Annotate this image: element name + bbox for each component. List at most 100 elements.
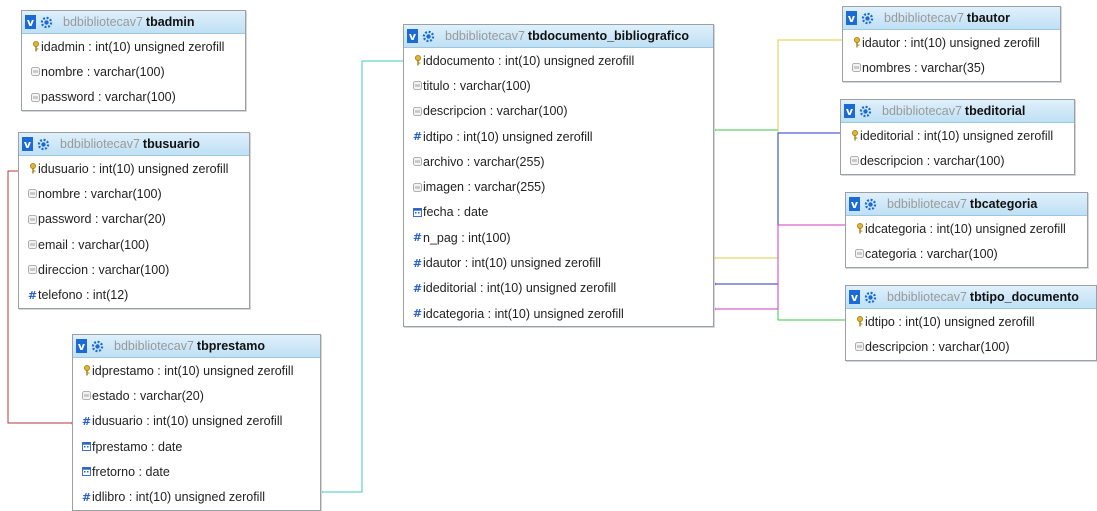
column-label: descripcion : varchar(100): [423, 104, 568, 119]
column-label: imagen : varchar(255): [423, 180, 546, 195]
column-row[interactable]: #idusuario : int(10) unsigned zerofill: [73, 409, 320, 434]
table-name[interactable]: tbusuario: [142, 137, 200, 151]
table-name[interactable]: tbautor: [966, 11, 1010, 25]
column-row[interactable]: #idlibro : int(10) unsigned zerofill: [73, 484, 320, 509]
column-row[interactable]: #n_pag : int(100): [404, 225, 713, 250]
column-row[interactable]: password : varchar(100): [22, 85, 245, 110]
schema-name: bdbibliotecav7: [884, 11, 964, 25]
table-name[interactable]: tbprestamo: [196, 339, 265, 353]
primary-key-icon: [31, 41, 40, 52]
primary-key-icon: [850, 130, 859, 141]
toggle-v-icon[interactable]: v: [844, 104, 855, 118]
column-row[interactable]: direccion : varchar(100): [19, 257, 249, 282]
column-row[interactable]: idtipo : int(10) unsigned zerofill: [846, 309, 1096, 334]
column-row[interactable]: nombre : varchar(100): [22, 59, 245, 84]
column-row[interactable]: #ideditorial : int(10) unsigned zerofill: [404, 276, 713, 301]
toggle-v-icon[interactable]: v: [846, 11, 857, 25]
gear-icon[interactable]: [863, 197, 877, 211]
table-name[interactable]: tbdocumento_bibliografico: [527, 29, 690, 43]
gear-icon[interactable]: [860, 11, 874, 25]
column-label: telefono : int(12): [38, 288, 129, 303]
toggle-v-icon[interactable]: v: [22, 137, 33, 151]
column-label: estado : varchar(20): [92, 388, 204, 403]
table-name[interactable]: tbadmin: [145, 15, 195, 29]
column-label: nombre : varchar(100): [38, 186, 162, 201]
numeric-field-icon: #: [412, 307, 423, 321]
toggle-v-icon[interactable]: v: [76, 339, 87, 353]
column-row[interactable]: #idautor : int(10) unsigned zerofill: [404, 250, 713, 275]
column-row[interactable]: descripcion : varchar(100): [841, 148, 1074, 173]
column-row[interactable]: #telefono : int(12): [19, 282, 249, 307]
table-name[interactable]: tbeditorial: [964, 104, 1026, 118]
column-row[interactable]: nombre : varchar(100): [19, 181, 249, 206]
toggle-v-icon[interactable]: v: [849, 197, 860, 211]
toggle-v-icon[interactable]: v: [25, 15, 36, 29]
field-icon: [413, 182, 422, 192]
schema-name: bdbibliotecav7: [114, 339, 194, 353]
column-row[interactable]: estado : varchar(20): [73, 383, 320, 408]
field-icon: [855, 249, 864, 259]
column-row[interactable]: idadmin : int(10) unsigned zerofill: [22, 34, 245, 59]
column-row[interactable]: nombres : varchar(35): [843, 55, 1060, 80]
column-row[interactable]: descripcion : varchar(100): [846, 334, 1096, 359]
column-row[interactable]: idcategoria : int(10) unsigned zerofill: [846, 216, 1087, 241]
numeric-field-icon: #: [81, 490, 92, 504]
column-row[interactable]: imagen : varchar(255): [404, 174, 713, 199]
numeric-field-icon: #: [412, 231, 423, 245]
gear-icon[interactable]: [421, 29, 435, 43]
column-row[interactable]: categoria : varchar(100): [846, 241, 1087, 266]
column-row[interactable]: fecha : date: [404, 200, 713, 225]
column-label: titulo : varchar(100): [423, 78, 531, 93]
primary-key-icon: [82, 365, 91, 376]
column-label: password : varchar(20): [38, 212, 166, 227]
column-row[interactable]: idautor : int(10) unsigned zerofill: [843, 30, 1060, 55]
column-row[interactable]: archivo : varchar(255): [404, 149, 713, 174]
field-icon: [852, 63, 861, 73]
column-row[interactable]: #idcategoria : int(10) unsigned zerofill: [404, 301, 713, 326]
column-row[interactable]: iddocumento : int(10) unsigned zerofill: [404, 48, 713, 73]
table-name[interactable]: tbtipo_documento: [969, 290, 1079, 304]
column-row[interactable]: #idtipo : int(10) unsigned zerofill: [404, 124, 713, 149]
column-row[interactable]: idusuario : int(10) unsigned zerofill: [19, 156, 249, 181]
column-row[interactable]: idprestamo : int(10) unsigned zerofill: [73, 358, 320, 383]
column-row[interactable]: ideditorial : int(10) unsigned zerofill: [841, 123, 1074, 148]
gear-icon[interactable]: [90, 339, 104, 353]
column-row[interactable]: descripcion : varchar(100): [404, 99, 713, 124]
column-label: direccion : varchar(100): [38, 262, 170, 277]
gear-icon[interactable]: [39, 15, 53, 29]
column-row[interactable]: email : varchar(100): [19, 232, 249, 257]
gear-icon[interactable]: [36, 137, 50, 151]
column-label: iddocumento : int(10) unsigned zerofill: [423, 53, 635, 68]
column-row[interactable]: fprestamo : date: [73, 434, 320, 459]
toggle-v-icon[interactable]: v: [849, 290, 860, 304]
column-label: idusuario : int(10) unsigned zerofill: [38, 161, 229, 176]
column-row[interactable]: titulo : varchar(100): [404, 73, 713, 98]
relation-line-idcategoria: [712, 224, 846, 310]
date-field-icon: [82, 467, 91, 477]
toggle-v-icon[interactable]: v: [407, 29, 418, 43]
column-row[interactable]: password : varchar(20): [19, 207, 249, 232]
schema-name: bdbibliotecav7: [60, 137, 140, 151]
gear-icon[interactable]: [863, 290, 877, 304]
relation-line-ideditorial: [712, 132, 843, 285]
gear-icon[interactable]: [858, 104, 872, 118]
primary-key-icon: [852, 37, 861, 48]
column-row[interactable]: fretorno : date: [73, 459, 320, 484]
table-name[interactable]: tbcategoria: [969, 197, 1038, 211]
